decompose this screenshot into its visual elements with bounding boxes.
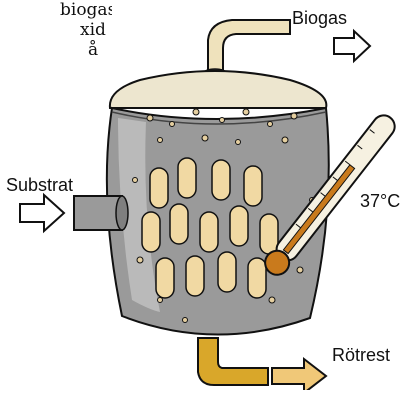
biogas-label: Biogas (292, 8, 347, 29)
tank (107, 71, 329, 335)
temperature-label: 37°C (360, 191, 400, 212)
rotrest-arrow (272, 359, 326, 390)
partial-caption: biogas xid å (0, 0, 112, 60)
partial-line: å (0, 40, 112, 60)
rotrest-label: Rötrest (332, 345, 390, 366)
substrat-label: Substrat (6, 175, 73, 196)
substrat-inlet-pipe (74, 196, 128, 230)
partial-line: xid (0, 20, 112, 40)
substrat-arrow (20, 195, 64, 231)
partial-line: biogas (0, 0, 112, 20)
biogas-arrow (334, 31, 370, 61)
tank-lid (110, 71, 326, 108)
rotrest-outlet-pipe (198, 338, 268, 385)
